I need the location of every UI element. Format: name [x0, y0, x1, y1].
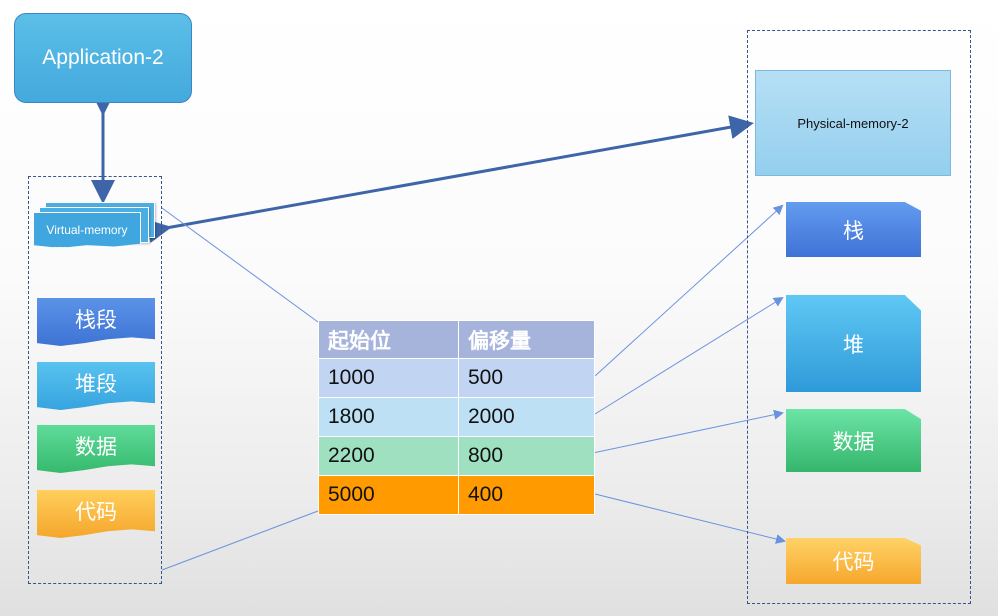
physical-block-stack: 栈	[786, 202, 921, 257]
cell-start: 1800	[318, 397, 459, 437]
physical-block-data: 数据	[786, 409, 921, 472]
table-row: 1000 500	[318, 358, 595, 398]
physical-block-heap: 堆	[786, 295, 921, 392]
segment-table: 起始位 偏移量 1000 500 1800 2000 2200 800 5000…	[318, 320, 595, 515]
cell-start: 2200	[318, 436, 459, 476]
table-row: 5000 400	[318, 475, 595, 515]
row-data-arrow	[587, 409, 784, 455]
cell-start: 5000	[318, 475, 459, 515]
virtual-memory-container	[28, 176, 162, 584]
table-row: 1800 2000	[318, 397, 595, 437]
row-stack-arrow	[594, 204, 784, 377]
vm-physical-arrow	[146, 115, 754, 243]
cell-offset: 500	[458, 358, 595, 398]
cell-offset: 2000	[458, 397, 595, 437]
cell-start: 1000	[318, 358, 459, 398]
header-start: 起始位	[318, 320, 459, 359]
table-header-row: 起始位 偏移量	[318, 320, 595, 359]
table-row: 2200 800	[318, 436, 595, 476]
physical-block-code: 代码	[786, 538, 921, 584]
physical-memory-container	[747, 30, 971, 604]
vm-table-top-line	[161, 207, 319, 323]
row-heap-arrow	[594, 296, 784, 415]
application-box: Application-2	[14, 13, 192, 103]
physical-memory-box: Physical-memory-2	[755, 70, 951, 176]
vm-table-bottom-line	[161, 510, 319, 571]
header-offset: 偏移量	[458, 320, 595, 359]
virtual-memory-label: Virtual-memory	[33, 212, 141, 248]
segment-stack: 栈段	[37, 298, 155, 346]
cell-offset: 800	[458, 436, 595, 476]
row-code-arrow	[594, 493, 786, 544]
cell-offset: 400	[458, 475, 595, 515]
